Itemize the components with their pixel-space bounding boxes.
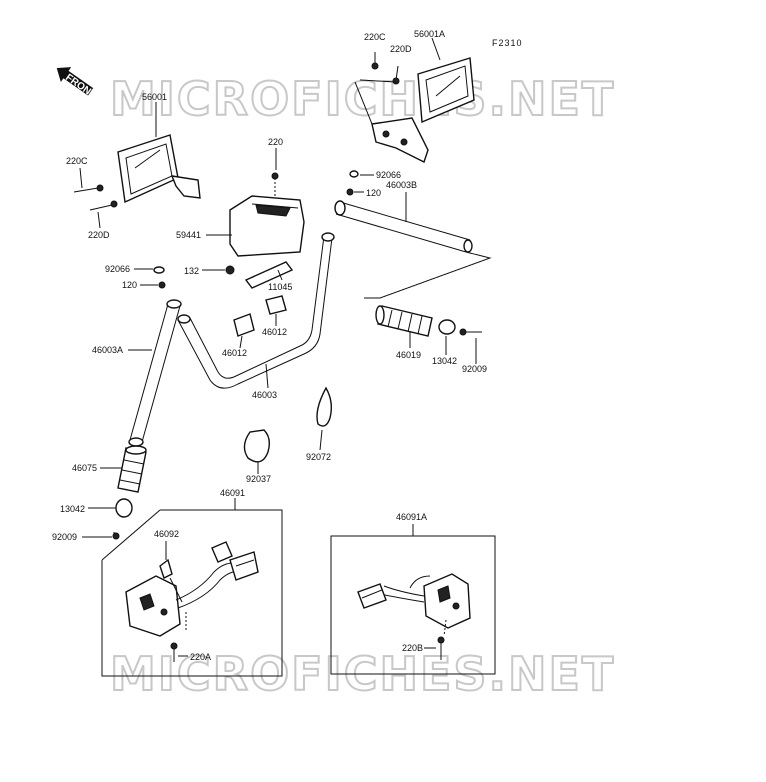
washer-92066-right xyxy=(349,170,359,178)
handlebar-46003 xyxy=(177,232,335,389)
switch-group-46091a xyxy=(330,524,496,675)
front-arrow-label: FRONT xyxy=(63,72,98,101)
leader-46003b-grip xyxy=(364,251,492,299)
clamp-46012-left xyxy=(233,313,255,337)
label-92037: 92037 xyxy=(246,474,271,484)
label-92066-right: 92066 xyxy=(376,170,401,180)
bolt-120-right xyxy=(346,188,354,196)
label-13042-left: 13042 xyxy=(60,504,85,514)
label-120-right: 120 xyxy=(366,188,381,198)
bolt-220d-right xyxy=(392,65,400,85)
left-mirror xyxy=(117,102,201,204)
label-132: 132 xyxy=(184,266,199,276)
label-46012-left: 46012 xyxy=(222,348,247,358)
label-220d-left: 220D xyxy=(88,230,110,240)
label-120-left: 120 xyxy=(122,280,137,290)
label-220a: 220A xyxy=(190,652,211,662)
washer-92066-left xyxy=(153,266,165,274)
screw-220a xyxy=(170,642,178,662)
bolt-132 xyxy=(225,265,235,275)
band-92037 xyxy=(243,429,271,463)
label-92066-left: 92066 xyxy=(105,264,130,274)
handlebar-tube-46003a xyxy=(128,299,182,447)
label-46003b: 46003B xyxy=(386,180,417,190)
left-handlebar-switch xyxy=(125,541,259,637)
bracket-11045 xyxy=(244,261,294,289)
screw-92009-left xyxy=(112,532,120,540)
label-46012-right: 46012 xyxy=(262,327,287,337)
label-46019: 46019 xyxy=(396,350,421,360)
label-220d-right: 220D xyxy=(390,44,412,54)
handlebar-tube-46003b xyxy=(334,200,473,253)
screw-92009-right xyxy=(459,328,482,336)
label-56001: 56001 xyxy=(142,92,167,102)
label-46003a: 46003A xyxy=(92,345,123,355)
bolt-220c-left xyxy=(73,184,104,193)
switch-group-46091 xyxy=(101,498,283,677)
cap-13042-right xyxy=(438,319,456,335)
label-92072: 92072 xyxy=(306,452,331,462)
label-220c-right: 220C xyxy=(364,32,386,42)
label-59441: 59441 xyxy=(176,230,201,240)
band-92072 xyxy=(316,386,333,427)
label-220b: 220B xyxy=(402,643,423,653)
label-220c-left: 220C xyxy=(66,156,88,166)
screw-220b xyxy=(437,636,445,660)
bolt-120-left xyxy=(158,281,166,289)
watermark-bottom: MICROFICHES.NET xyxy=(110,647,615,701)
label-46091: 46091 xyxy=(220,488,245,498)
clamp-46012-right xyxy=(265,295,287,315)
label-220: 220 xyxy=(268,137,283,147)
label-46003: 46003 xyxy=(252,390,277,400)
label-46092: 46092 xyxy=(154,529,179,539)
handlebar-cover xyxy=(229,172,305,257)
label-46075: 46075 xyxy=(72,463,97,473)
label-92009-left: 92009 xyxy=(52,532,77,542)
bolt-220c-right xyxy=(371,52,379,70)
label-11045: 11045 xyxy=(268,282,292,292)
bolt-220d-left xyxy=(89,200,118,211)
diagram-code: F2310 xyxy=(492,38,523,48)
cap-13042-left xyxy=(115,498,133,518)
right-mirror xyxy=(371,37,475,163)
label-56001a: 56001A xyxy=(414,29,445,39)
right-handlebar-switch xyxy=(357,573,471,629)
front-arrow-icon: FRONT xyxy=(56,67,98,101)
grip-46075 xyxy=(117,445,147,493)
throttle-grip-46019 xyxy=(375,305,433,337)
label-13042-right: 13042 xyxy=(432,356,457,366)
label-92009-right: 92009 xyxy=(462,364,487,374)
label-46091a: 46091A xyxy=(396,512,427,522)
